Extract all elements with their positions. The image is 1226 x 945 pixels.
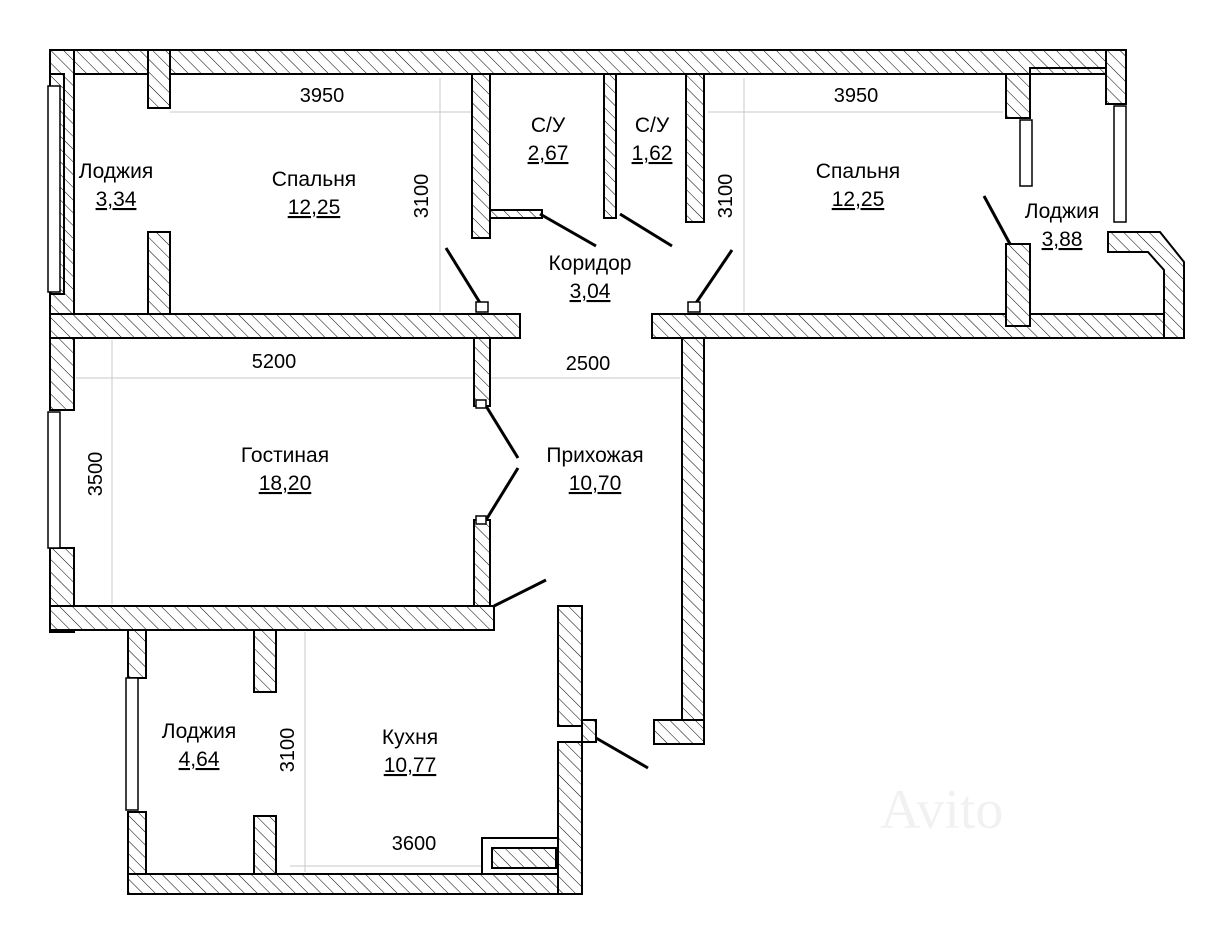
doors xyxy=(444,195,1012,770)
door-bath-1 xyxy=(539,212,597,248)
room-area-loggia-west: 3,34 xyxy=(96,188,137,211)
room-area-bath-2: 1,62 xyxy=(632,142,673,165)
room-labels: Лоджия 3,34 Спальня 12,25 С/У 2,67 С/У 1… xyxy=(79,114,1099,777)
dim-hallway-width: 2500 xyxy=(566,353,611,375)
dimension-guides xyxy=(76,78,1003,872)
room-area-kitchen: 10,77 xyxy=(384,754,437,777)
dim-kitchen-width: 3600 xyxy=(392,833,437,855)
watermark: Avito xyxy=(880,779,1003,841)
room-name-corridor: Коридор xyxy=(549,252,632,275)
room-area-corridor: 3,04 xyxy=(570,280,611,303)
room-name-loggia-west: Лоджия xyxy=(79,160,153,183)
room-name-bath-1: С/У xyxy=(531,114,566,137)
door-loggia-east xyxy=(982,195,1012,245)
dim-bedroom-west-width: 3950 xyxy=(300,85,345,107)
door-bedroom-west xyxy=(444,247,484,307)
dim-living-width: 5200 xyxy=(252,351,297,373)
windows xyxy=(47,85,1127,811)
door-bath-2 xyxy=(619,212,673,248)
room-area-loggia-east: 3,88 xyxy=(1042,228,1083,251)
window-loggia-south xyxy=(125,677,139,811)
window-loggia-west xyxy=(47,85,61,293)
room-name-hallway: Прихожая xyxy=(546,444,643,467)
room-name-loggia-south: Лоджия xyxy=(162,720,236,743)
door-entrance xyxy=(595,736,649,770)
room-name-bedroom-east: Спальня xyxy=(816,160,900,183)
window-loggia-east xyxy=(1113,105,1127,223)
door-kitchen xyxy=(493,578,547,608)
dimension-labels: 3950 3100 3950 3100 5200 3500 2500 3600 … xyxy=(85,85,878,855)
window-bedroom-east xyxy=(1019,119,1033,187)
room-area-loggia-south: 4,64 xyxy=(179,748,220,771)
room-name-bath-2: С/У xyxy=(635,114,670,137)
room-area-hallway: 10,70 xyxy=(569,472,622,495)
door-living-b xyxy=(484,467,520,521)
dim-living-depth: 3500 xyxy=(85,452,107,497)
door-living-a xyxy=(484,405,520,459)
room-area-living: 18,20 xyxy=(259,472,312,495)
room-name-living: Гостиная xyxy=(241,444,329,467)
dim-bedroom-east-depth: 3100 xyxy=(715,174,737,219)
dim-bedroom-west-depth: 3100 xyxy=(411,174,433,219)
room-name-bedroom-west: Спальня xyxy=(272,168,356,191)
room-area-bedroom-west: 12,25 xyxy=(288,196,341,219)
window-living xyxy=(47,411,61,549)
room-area-bedroom-east: 12,25 xyxy=(832,188,885,211)
dim-bedroom-east-width: 3950 xyxy=(834,85,879,107)
room-name-kitchen: Кухня xyxy=(382,726,438,749)
dim-kitchen-depth: 3100 xyxy=(277,728,299,773)
door-bedroom-east xyxy=(692,249,734,307)
room-name-loggia-east: Лоджия xyxy=(1025,200,1099,223)
room-area-bath-1: 2,67 xyxy=(528,142,569,165)
